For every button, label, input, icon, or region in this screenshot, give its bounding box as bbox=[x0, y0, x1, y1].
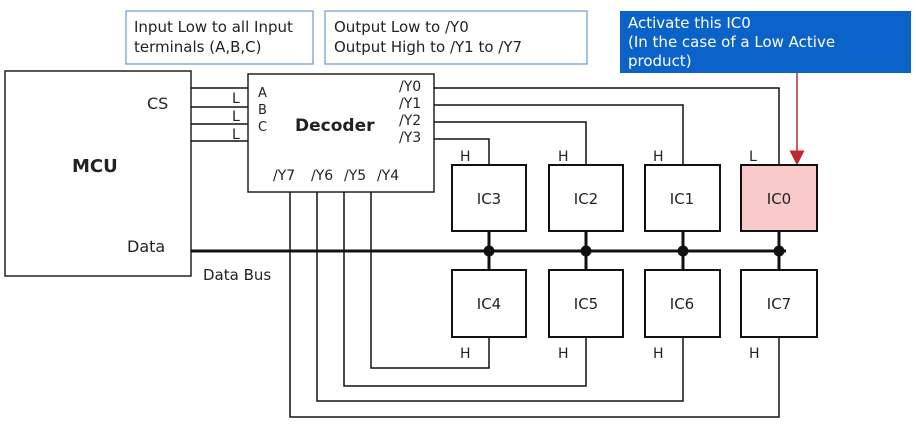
ic0-level: L bbox=[749, 149, 757, 165]
decoder-block bbox=[247, 73, 435, 193]
wire-y0-ic0 bbox=[434, 87, 780, 165]
ic2-level: H bbox=[558, 149, 569, 165]
wire-y5-ic5 bbox=[343, 192, 587, 387]
mcu-title: MCU bbox=[72, 156, 118, 177]
decoder-input-b: B bbox=[258, 103, 267, 118]
ic5-block bbox=[548, 269, 624, 338]
decoder-output-y1: /Y1 bbox=[399, 96, 421, 112]
callout-line3: product) bbox=[628, 52, 692, 70]
ic1-block bbox=[644, 164, 721, 232]
ic3-level: H bbox=[460, 149, 471, 165]
mcu-block bbox=[4, 70, 192, 277]
decoder-input-c: C bbox=[258, 120, 267, 135]
decoder-input-a: A bbox=[258, 86, 267, 101]
ic6-label: IC6 bbox=[670, 295, 694, 313]
input-level-a: L bbox=[232, 91, 240, 107]
ic4-block bbox=[451, 269, 527, 338]
wire-y1-ic1 bbox=[434, 104, 684, 165]
ic6-block bbox=[644, 269, 721, 338]
ic3-block bbox=[451, 164, 527, 232]
decoder-output-y4: /Y4 bbox=[377, 168, 399, 184]
ic2-block bbox=[548, 164, 624, 232]
ic7-label: IC7 bbox=[767, 295, 791, 313]
outputs-note-line2: Output High to /Y1 to /Y7 bbox=[334, 38, 522, 56]
bus-junction bbox=[580, 245, 592, 257]
wire-y2-ic2 bbox=[434, 121, 587, 165]
input-level-c: L bbox=[232, 127, 240, 143]
mcu-cs-label: CS bbox=[147, 94, 168, 113]
input-level-b: L bbox=[232, 109, 240, 125]
ic3-label: IC3 bbox=[477, 190, 501, 208]
ic0-block-active bbox=[740, 164, 818, 232]
ic4-label: IC4 bbox=[477, 295, 501, 313]
decoder-output-y2: /Y2 bbox=[399, 113, 421, 129]
decoder-output-y3: /Y3 bbox=[399, 130, 421, 146]
decoder-output-y0: /Y0 bbox=[399, 79, 421, 95]
bus-junction bbox=[677, 245, 689, 257]
ic0-label: IC0 bbox=[767, 190, 791, 208]
ic5-label: IC5 bbox=[574, 295, 598, 313]
ic1-label: IC1 bbox=[670, 190, 694, 208]
ic4-level: H bbox=[460, 346, 471, 362]
wire-y6-ic6 bbox=[316, 192, 684, 402]
outputs-note-box bbox=[324, 10, 588, 65]
bus-junction bbox=[483, 245, 495, 257]
bus-junction bbox=[773, 245, 785, 257]
callout-line1: Activate this IC0 bbox=[628, 14, 751, 32]
mcu-data-label: Data bbox=[127, 237, 165, 256]
ic6-level: H bbox=[653, 346, 664, 362]
ic7-block bbox=[740, 269, 818, 338]
callout-box bbox=[620, 11, 911, 73]
wire-y4-ic4 bbox=[370, 192, 490, 369]
wire-y7-ic7 bbox=[289, 192, 780, 418]
inputs-note-line2: terminals (A,B,C) bbox=[134, 38, 262, 56]
decoder-output-y6: /Y6 bbox=[311, 168, 333, 184]
callout-line2: (In the case of a Low Active bbox=[628, 33, 835, 51]
data-bus-label: Data Bus bbox=[203, 266, 271, 284]
ic2-label: IC2 bbox=[574, 190, 598, 208]
ic1-level: H bbox=[653, 149, 664, 165]
ic5-level: H bbox=[558, 346, 569, 362]
outputs-note-line1: Output Low to /Y0 bbox=[334, 18, 469, 36]
inputs-note-line1: Input Low to all Input bbox=[134, 18, 293, 36]
decoder-title: Decoder bbox=[295, 116, 375, 136]
inputs-note-box bbox=[125, 10, 314, 65]
ic7-level: H bbox=[749, 346, 760, 362]
wire-y3-ic3 bbox=[434, 138, 490, 165]
decoder-output-y5: /Y5 bbox=[344, 168, 366, 184]
decoder-output-y7: /Y7 bbox=[273, 168, 295, 184]
